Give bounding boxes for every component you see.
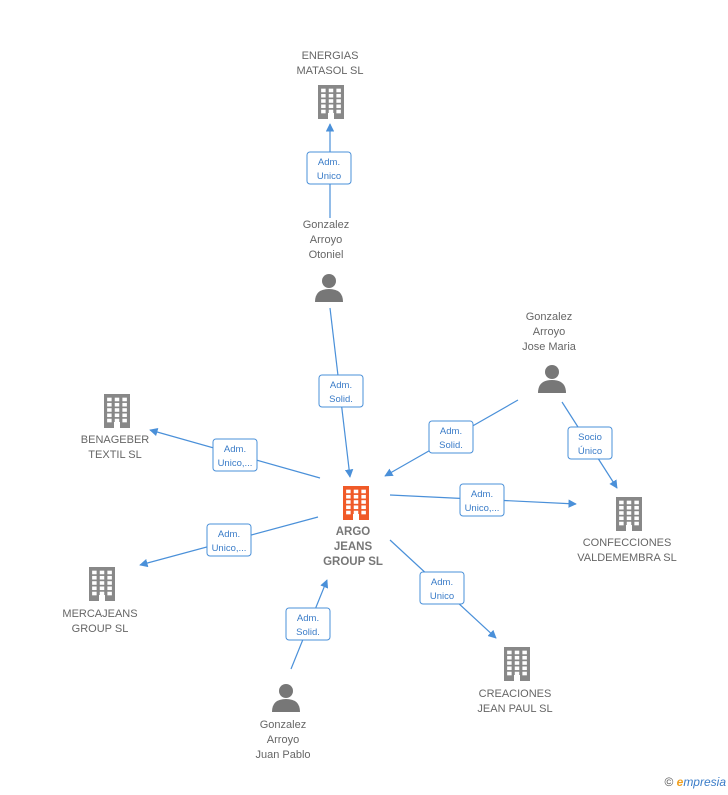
node-label: GROUP SL [323, 556, 383, 568]
edge-label-text: Adm. [218, 529, 240, 540]
edge-label-text: Adm. [471, 489, 493, 500]
person-icon [538, 365, 566, 393]
edge-label-text: Solid. [329, 394, 353, 405]
node-label: Otoniel [309, 249, 344, 261]
node-label: TEXTIL SL [88, 449, 141, 461]
edge-label-text: Unico [317, 171, 341, 182]
edge-label-text: Adm. [330, 380, 352, 391]
building-icon [104, 394, 130, 428]
node-label: ENERGIAS [302, 50, 359, 62]
person-icon [272, 684, 300, 712]
node-label: MATASOL SL [296, 65, 363, 77]
edge-label-box[interactable] [285, 607, 331, 641]
building-icon [343, 486, 369, 520]
node-label: Gonzalez [260, 719, 306, 731]
edge-label-text: Adm. [297, 613, 319, 624]
edge-otoniel-to-argo: Adm. Solid. [318, 307, 364, 478]
edge-label-box[interactable] [206, 523, 252, 557]
node-label: Arroyo [310, 234, 342, 246]
node-label: GROUP SL [72, 623, 129, 635]
edge-label-box[interactable] [459, 483, 505, 517]
node-label: Jose Maria [522, 341, 577, 353]
building-icon [318, 85, 344, 119]
node-label: JEANS [334, 541, 373, 553]
edge-label-text: Único [578, 446, 602, 457]
node-label: ARGO [336, 526, 371, 538]
copyright-symbol: © [664, 775, 674, 789]
edge-label-box[interactable] [428, 420, 474, 454]
node-label: Arroyo [533, 326, 565, 338]
edges-layer: Adm.UnicoAdm.Solid.Adm.Solid.SocioÚnicoA… [139, 123, 618, 670]
node-label: Gonzalez [526, 311, 572, 323]
node-creaciones[interactable]: CREACIONES JEAN PAUL SL [477, 647, 553, 715]
node-mercajeans[interactable]: MERCAJEANS GROUP SL [62, 567, 138, 635]
edge-argo-to-confecciones: Adm. Unico,... [389, 483, 577, 517]
edge-label-text: Socio [578, 432, 602, 443]
edge-label-text: Adm. [440, 426, 462, 437]
node-label: Juan Pablo [255, 749, 310, 761]
node-benageber[interactable]: BENAGEBER TEXTIL SL [81, 394, 150, 461]
node-label: BENAGEBER [81, 434, 150, 446]
edge-label-text: Adm. [318, 157, 340, 168]
edge-label-box[interactable] [212, 438, 258, 472]
node-confecciones[interactable]: CONFECCIONES VALDEMEMBRA SL [577, 497, 677, 564]
node-argo[interactable]: ARGO JEANS GROUP SL [323, 486, 383, 568]
node-label: JEAN PAUL SL [477, 703, 552, 715]
edge-label-text: Unico,... [465, 503, 500, 514]
node-label: CREACIONES [479, 688, 552, 700]
building-icon [504, 647, 530, 681]
footer-brand: © empresia [664, 775, 726, 789]
edge-label-box[interactable] [318, 374, 364, 408]
edge-juanpablo-to-argo: Adm. Solid. [285, 579, 331, 670]
edge-argo-to-creaciones: Adm. Unico [389, 539, 497, 639]
node-label: MERCAJEANS [62, 608, 137, 620]
node-label: VALDEMEMBRA SL [577, 552, 676, 564]
node-label: Arroyo [267, 734, 299, 746]
edge-label-box[interactable] [419, 571, 465, 605]
building-icon [616, 497, 642, 531]
node-label: CONFECCIONES [583, 537, 672, 549]
edge-label-text: Adm. [431, 577, 453, 588]
edge-label-text: Solid. [296, 627, 320, 638]
edge-label-text: Unico,... [218, 458, 253, 469]
nodes-layer: ARGO JEANS GROUP SL ENERGIAS MATASOL SL Gonza… [62, 50, 676, 761]
edge-label-text: Adm. [224, 444, 246, 455]
edge-otoniel-to-energias: Adm. Unico [306, 123, 352, 218]
edge-label-box[interactable] [306, 151, 352, 185]
edge-josemaria-to-argo: Adm. Solid. [384, 399, 519, 477]
brand-initial: e [676, 775, 684, 789]
edge-label-text: Unico [430, 591, 454, 602]
building-icon [89, 567, 115, 601]
edge-label-text: Unico,... [212, 543, 247, 554]
edge-label-text: Solid. [439, 440, 463, 451]
person-icon [315, 274, 343, 302]
brand-name: mpresia [683, 775, 726, 789]
edge-argo-to-benageber: Adm. Unico,... [149, 428, 321, 479]
edge-argo-to-mercajeans: Adm. Unico,... [139, 516, 319, 568]
node-label: Gonzalez [303, 219, 349, 231]
edge-label-box[interactable] [567, 426, 613, 460]
node-energias[interactable]: ENERGIAS MATASOL SL [296, 50, 364, 119]
